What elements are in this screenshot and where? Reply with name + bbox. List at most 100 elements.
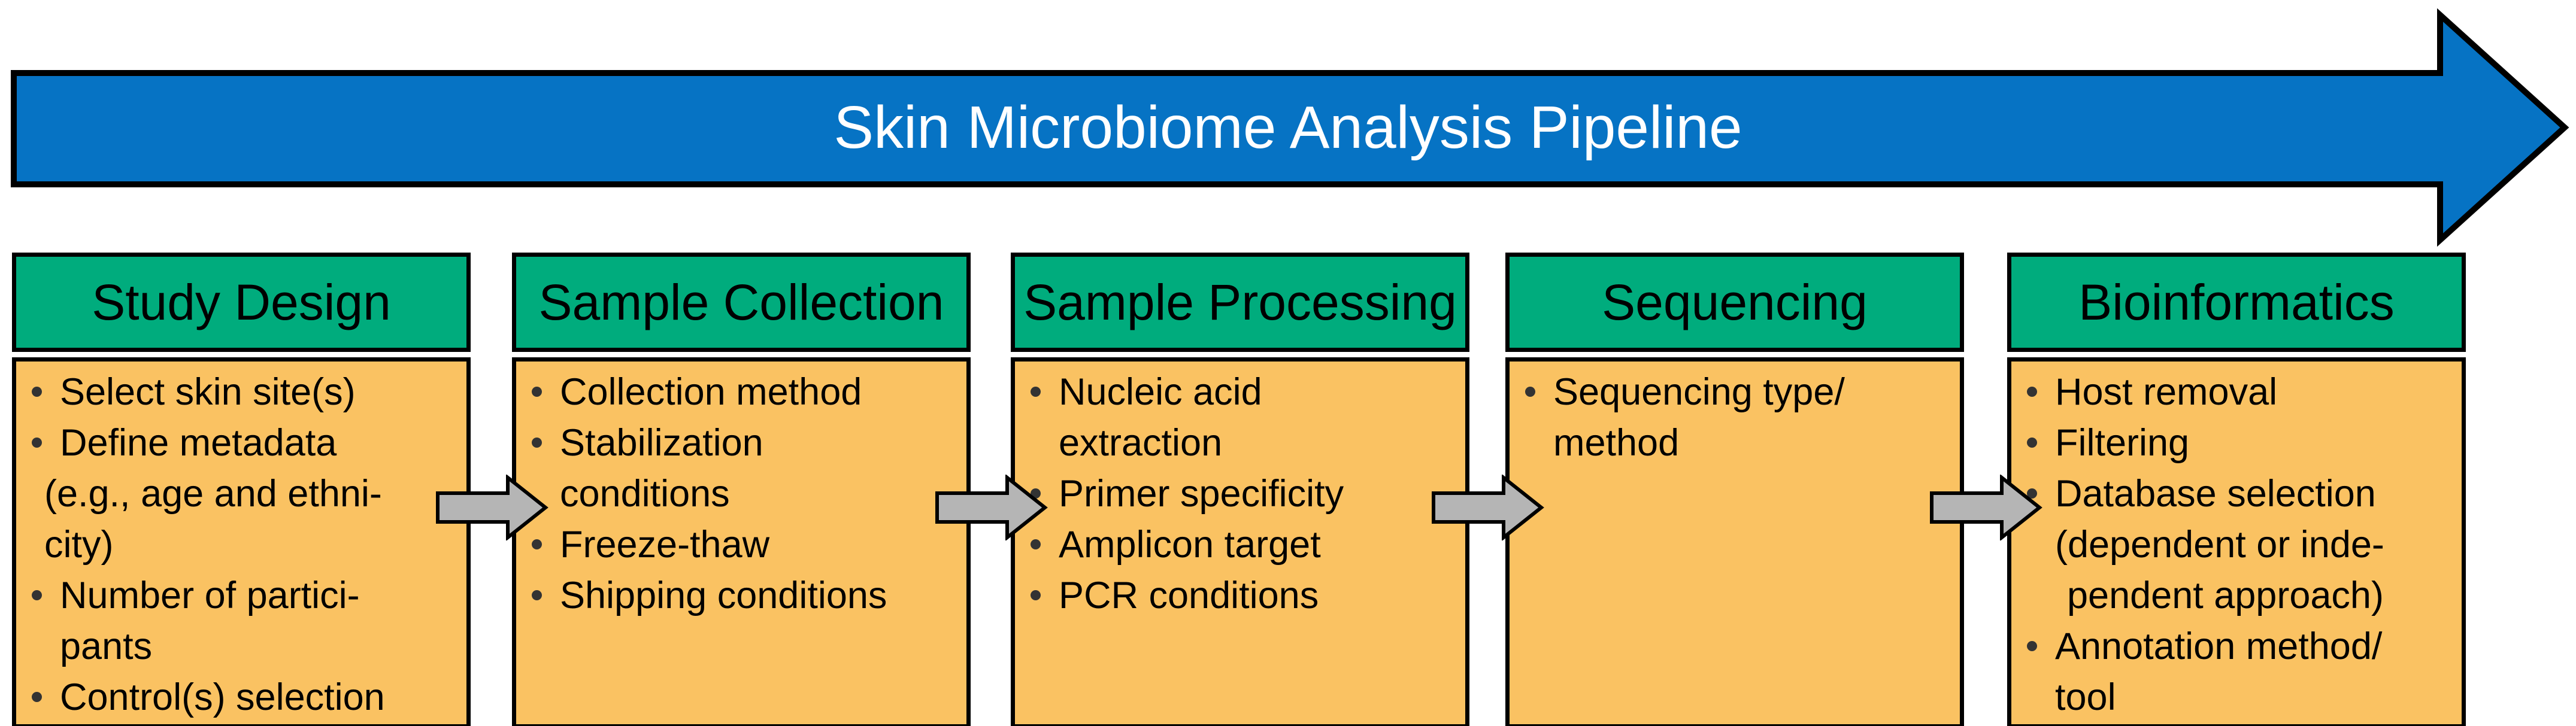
stage-header: Study Design bbox=[12, 253, 471, 352]
line-text: Freeze-thaw bbox=[560, 523, 770, 566]
stage-body: Sequencing type/method bbox=[1505, 357, 1964, 726]
bullet-icon bbox=[532, 539, 542, 549]
bullet-line: Host removal bbox=[2011, 366, 2462, 417]
bullet-line: Annotation method/ bbox=[2011, 621, 2462, 672]
bullet-line: Nucleic acid bbox=[1015, 366, 1465, 417]
bullet-line: Database selection bbox=[2011, 468, 2462, 519]
bullet-icon bbox=[532, 387, 542, 397]
line-text: Control(s) selection bbox=[60, 676, 385, 718]
stage-title: Sample Processing bbox=[1023, 274, 1457, 330]
line-text: conditions bbox=[560, 472, 730, 515]
stage-header: Sample Processing bbox=[1011, 253, 1469, 352]
bullet-icon bbox=[532, 438, 542, 448]
bullet-icon bbox=[2027, 488, 2037, 499]
bullet-icon bbox=[1525, 387, 1535, 397]
bullet-line: Freeze-thaw bbox=[516, 519, 966, 570]
continuation-line: (dependent or inde- bbox=[2011, 519, 2462, 570]
pipeline-title: Skin Microbiome Analysis Pipeline bbox=[834, 94, 1742, 161]
banner-arrow-shape bbox=[11, 8, 2569, 247]
line-text: Collection method bbox=[560, 370, 862, 413]
stage-header: Sequencing bbox=[1505, 253, 1964, 352]
stage-header: Sample Collection bbox=[512, 253, 971, 352]
line-text: Stabilization bbox=[560, 421, 763, 464]
line-text: Nucleic acid bbox=[1059, 370, 1262, 413]
continuation-line: pants bbox=[16, 621, 466, 672]
bullet-line: PCR conditions bbox=[1015, 570, 1465, 621]
continuation-line: extraction bbox=[1015, 417, 1465, 468]
line-text: method bbox=[1553, 421, 1680, 464]
bullet-icon bbox=[1031, 387, 1041, 397]
bullet-icon bbox=[32, 438, 42, 448]
stage-title: Bioinformatics bbox=[2078, 274, 2395, 330]
flow-arrow-icon bbox=[1930, 475, 2042, 540]
bullet-line: Sequencing type/ bbox=[1510, 366, 1960, 417]
bullet-icon bbox=[532, 590, 542, 600]
line-text: city) bbox=[44, 523, 114, 566]
bullet-icon bbox=[2027, 641, 2037, 651]
bullet-line: Number of partici- bbox=[16, 570, 466, 621]
line-text: (e.g., age and ethni- bbox=[44, 472, 382, 515]
continuation-line: conditions bbox=[516, 468, 966, 519]
line-text: Filtering bbox=[2055, 421, 2190, 464]
stage-title: Sample Collection bbox=[538, 274, 944, 330]
continuation-line: city) bbox=[16, 519, 466, 570]
line-text: (dependent or inde- bbox=[2055, 523, 2384, 566]
line-text: Number of partici- bbox=[60, 574, 360, 616]
bullet-icon bbox=[1031, 590, 1041, 600]
line-text: extraction bbox=[1059, 421, 1223, 464]
continuation-line: pendent approach) bbox=[2011, 570, 2462, 621]
bullet-line: Primer specificity bbox=[1015, 468, 1465, 519]
bullet-line: Shipping conditions bbox=[516, 570, 966, 621]
line-text: pendent approach) bbox=[2067, 574, 2384, 616]
bullet-line: Select skin site(s) bbox=[16, 366, 466, 417]
bullet-icon bbox=[32, 387, 42, 397]
continuation-line: tool bbox=[2011, 672, 2462, 722]
bullet-icon bbox=[32, 590, 42, 600]
line-text: Select skin site(s) bbox=[60, 370, 356, 413]
bullet-line: Collection method bbox=[516, 366, 966, 417]
line-text: Primer specificity bbox=[1059, 472, 1344, 515]
line-text: PCR conditions bbox=[1059, 574, 1319, 616]
flow-arrow-shape bbox=[935, 475, 1048, 540]
flow-arrow-shape bbox=[1930, 475, 2042, 540]
line-text: Database selection bbox=[2055, 472, 2376, 515]
bullet-line: Define metadata bbox=[16, 417, 466, 468]
stage-body: Select skin site(s) Define metadata (e.g.,… bbox=[12, 357, 471, 726]
bullet-line: Control(s) selection bbox=[16, 672, 466, 722]
bullet-line: Filtering bbox=[2011, 417, 2462, 468]
bullet-icon bbox=[32, 692, 42, 702]
line-text: Define metadata bbox=[60, 421, 337, 464]
line-text: tool bbox=[2055, 676, 2116, 718]
stage-header: Bioinformatics bbox=[2007, 253, 2466, 352]
bullet-line: Amplicon target bbox=[1015, 519, 1465, 570]
flow-arrow-icon bbox=[1432, 475, 1544, 540]
bullet-icon bbox=[1031, 488, 1041, 499]
flow-arrow-icon bbox=[935, 475, 1048, 540]
flow-arrow-shape bbox=[1432, 475, 1544, 540]
bullet-icon bbox=[2027, 387, 2037, 397]
continuation-line: method bbox=[1510, 417, 1960, 468]
stage-title: Study Design bbox=[92, 274, 391, 330]
line-text: Host removal bbox=[2055, 370, 2278, 413]
line-text: Annotation method/ bbox=[2055, 625, 2383, 667]
bullet-icon bbox=[1031, 539, 1041, 549]
line-text: Sequencing type/ bbox=[1553, 370, 1845, 413]
flow-arrow-icon bbox=[435, 475, 548, 540]
continuation-line: (e.g., age and ethni- bbox=[16, 468, 466, 519]
line-text: Amplicon target bbox=[1059, 523, 1321, 566]
line-text: pants bbox=[60, 625, 153, 667]
bullet-icon bbox=[2027, 438, 2037, 448]
bullet-line: Stabilization bbox=[516, 417, 966, 468]
flow-arrow-shape bbox=[435, 475, 548, 540]
line-text: Shipping conditions bbox=[560, 574, 887, 616]
stage-title: Sequencing bbox=[1602, 274, 1868, 330]
